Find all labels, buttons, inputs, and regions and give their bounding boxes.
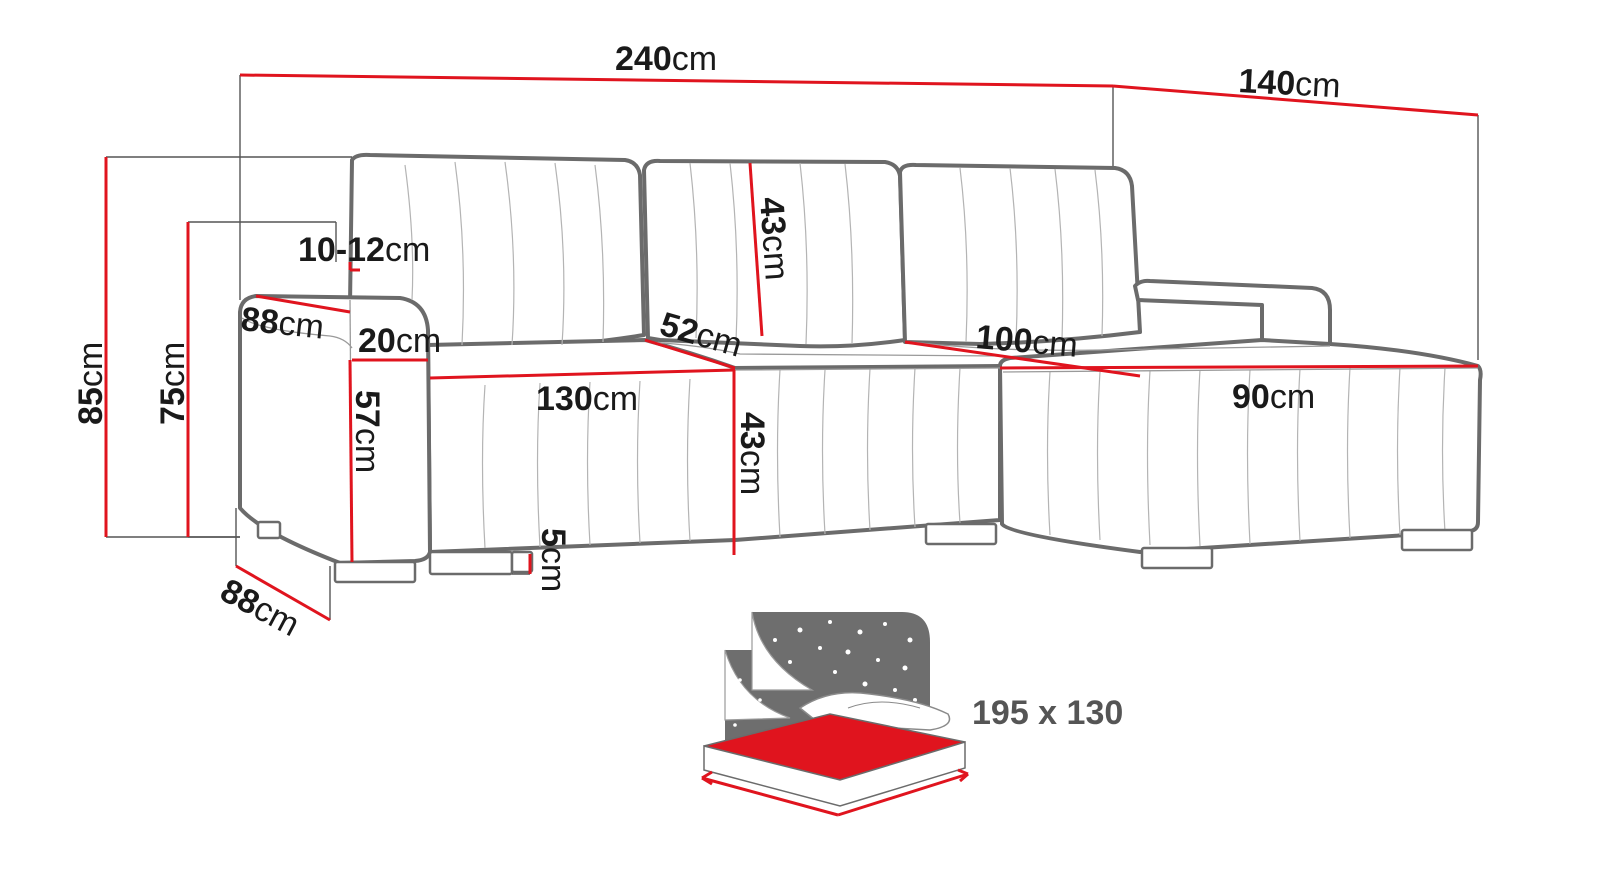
label-leg-height: 5cm	[534, 528, 572, 592]
label-arm-inner-height: 57cm	[348, 390, 386, 473]
label-seat-width: 130cm	[536, 380, 638, 418]
label-depth: 88cm	[214, 572, 305, 645]
label-arm-depth: 88cm	[239, 300, 326, 346]
label-seat-height: 43cm	[733, 412, 771, 495]
extension-lines	[106, 75, 1479, 620]
label-total-width: 240cm	[615, 40, 717, 78]
label-cushion-height: 43cm	[752, 196, 796, 282]
label-back-height: 85cm	[72, 342, 110, 425]
backrest-stitching	[404, 161, 1104, 346]
corner-sofa-drawing	[238, 152, 1483, 584]
stars	[733, 620, 917, 727]
label-arm-height: 75cm	[154, 342, 192, 425]
sofa-legs	[256, 520, 1474, 584]
label-backrest-offset: 10-12cm	[298, 231, 430, 269]
label-chaise-depth: 140cm	[1238, 62, 1342, 105]
label-chaise-length: 100cm	[974, 318, 1079, 365]
label-arm-width: 20cm	[358, 322, 441, 360]
dimension-labels: 240cm 140cm 85cm 75cm 10-12cm 88cm 20cm …	[72, 40, 1341, 644]
bed-size-label: 195 x 130	[972, 694, 1123, 732]
label-chaise-width: 90cm	[1232, 378, 1315, 416]
dimension-lines	[104, 73, 1479, 622]
sleeping-function-icon	[701, 611, 969, 817]
